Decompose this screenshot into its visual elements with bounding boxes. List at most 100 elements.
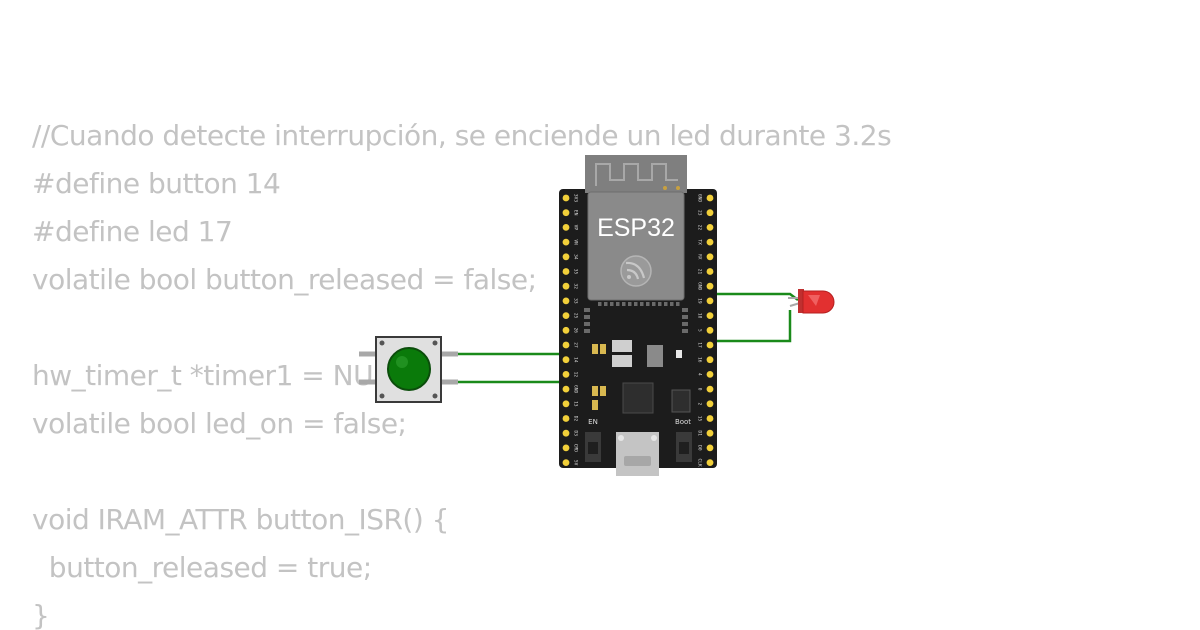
pin-tx[interactable]: [706, 238, 714, 246]
red-led[interactable]: [788, 289, 835, 314]
pin-clk[interactable]: [706, 459, 714, 466]
pin-label: 2: [697, 402, 703, 405]
usb-port[interactable]: [616, 432, 659, 476]
module-pad: [634, 302, 638, 306]
capacitor: [600, 344, 606, 354]
module-dot: [663, 186, 667, 190]
pin-label: 25: [573, 313, 579, 319]
module-pad: [640, 302, 644, 306]
code-line: volatile bool led_on = false;: [32, 407, 407, 440]
code-line: button_released = true;: [32, 551, 372, 584]
pin-gnd[interactable]: [706, 282, 714, 290]
pushbutton[interactable]: [359, 336, 458, 403]
wire-led-to-gnd[interactable]: [708, 292, 799, 301]
wifi-module-antenna: [585, 155, 687, 193]
capacitor: [592, 400, 598, 410]
pin-19[interactable]: [706, 297, 714, 305]
pin-25[interactable]: [562, 312, 570, 319]
pin-label: 19: [697, 298, 703, 304]
espressif-logo-icon: [620, 255, 652, 287]
pin-23[interactable]: [706, 209, 714, 217]
pin-15[interactable]: [706, 415, 714, 422]
pin-17[interactable]: [706, 341, 714, 349]
pin-d3[interactable]: [562, 429, 570, 437]
pin-label: VP: [573, 225, 579, 231]
pin-35[interactable]: [562, 268, 570, 275]
pin-d0[interactable]: [706, 444, 714, 452]
pin-d2[interactable]: [562, 415, 570, 422]
pin-label: D2: [573, 416, 579, 422]
pin-d1[interactable]: [706, 429, 714, 437]
pin-label: 23: [697, 210, 703, 216]
capacitor: [592, 344, 598, 354]
antenna-trace: [595, 163, 678, 186]
pin-label: 35: [573, 269, 579, 275]
pushbutton-corner: [432, 393, 438, 399]
pin-0[interactable]: [706, 385, 714, 393]
esp32-board[interactable]: ESP32 EN Boot: [559, 155, 717, 476]
pin-label: TX: [697, 239, 703, 245]
module-pad: [610, 302, 614, 306]
pin-21[interactable]: [706, 268, 714, 275]
pin-label: 34: [573, 254, 579, 260]
pin-gnd[interactable]: [562, 385, 570, 393]
pin-vp[interactable]: [562, 224, 570, 231]
pin-label: 32: [573, 283, 579, 289]
wifi-module-shield: [587, 191, 685, 301]
module-pad: [628, 302, 632, 306]
pin-label: 3V3: [573, 194, 579, 202]
pin-label: 12: [573, 372, 579, 378]
pushbutton-cap[interactable]: [387, 347, 431, 391]
pin-32[interactable]: [562, 282, 570, 290]
pin-5v[interactable]: [562, 459, 570, 466]
module-pad: [584, 329, 590, 333]
pin-2[interactable]: [706, 400, 714, 408]
pin-label: 26: [573, 328, 579, 334]
pin-12[interactable]: [562, 371, 570, 378]
pin-4[interactable]: [706, 371, 714, 378]
boot-button[interactable]: [676, 432, 692, 462]
pin-en[interactable]: [562, 209, 570, 217]
pin-3v3[interactable]: [562, 194, 570, 202]
pin-label: EN: [573, 210, 579, 216]
pin-label: D3: [573, 430, 579, 436]
pin-label: CLK: [697, 459, 703, 467]
code-line: #define led 17: [32, 215, 233, 248]
pin-34[interactable]: [562, 253, 570, 261]
pin-14[interactable]: [562, 356, 570, 364]
pin-gnd[interactable]: [706, 194, 714, 202]
capacitor: [600, 386, 606, 396]
pin-label: 17: [697, 342, 703, 348]
usb-uart-chip: [622, 382, 654, 414]
module-pad: [682, 315, 688, 319]
voltage-regulator: [647, 345, 663, 367]
module-dot: [676, 186, 680, 190]
board-title: ESP32: [597, 214, 675, 242]
led-base: [798, 289, 804, 313]
pin-18[interactable]: [706, 312, 714, 319]
code-line: #define button 14: [32, 167, 281, 200]
pin-5[interactable]: [706, 326, 714, 334]
wire-led-to-gpio17[interactable]: [708, 310, 792, 343]
en-button[interactable]: [585, 432, 601, 462]
pin-26[interactable]: [562, 326, 570, 334]
pin-22[interactable]: [706, 224, 714, 231]
pin-16[interactable]: [706, 356, 714, 364]
pin-label: 4: [697, 373, 703, 376]
pin-label: CMD: [573, 444, 579, 452]
pin-27[interactable]: [562, 341, 570, 349]
module-pad: [670, 302, 674, 306]
code-line: void IRAM_ATTR button_ISR() {: [32, 503, 450, 536]
pin-13[interactable]: [562, 400, 570, 408]
pin-cmd[interactable]: [562, 444, 570, 452]
pin-label: 33: [573, 298, 579, 304]
boot-label: Boot: [675, 418, 691, 426]
left-pin-header: 3V3ENVPVN343532332526271412GND13D2D3CMD5…: [562, 194, 579, 466]
pin-label: GND: [697, 194, 703, 202]
pin-label: 15: [697, 416, 703, 422]
pin-rx[interactable]: [706, 253, 714, 261]
module-pad: [584, 315, 590, 319]
pin-33[interactable]: [562, 297, 570, 305]
pin-vn[interactable]: [562, 238, 570, 246]
